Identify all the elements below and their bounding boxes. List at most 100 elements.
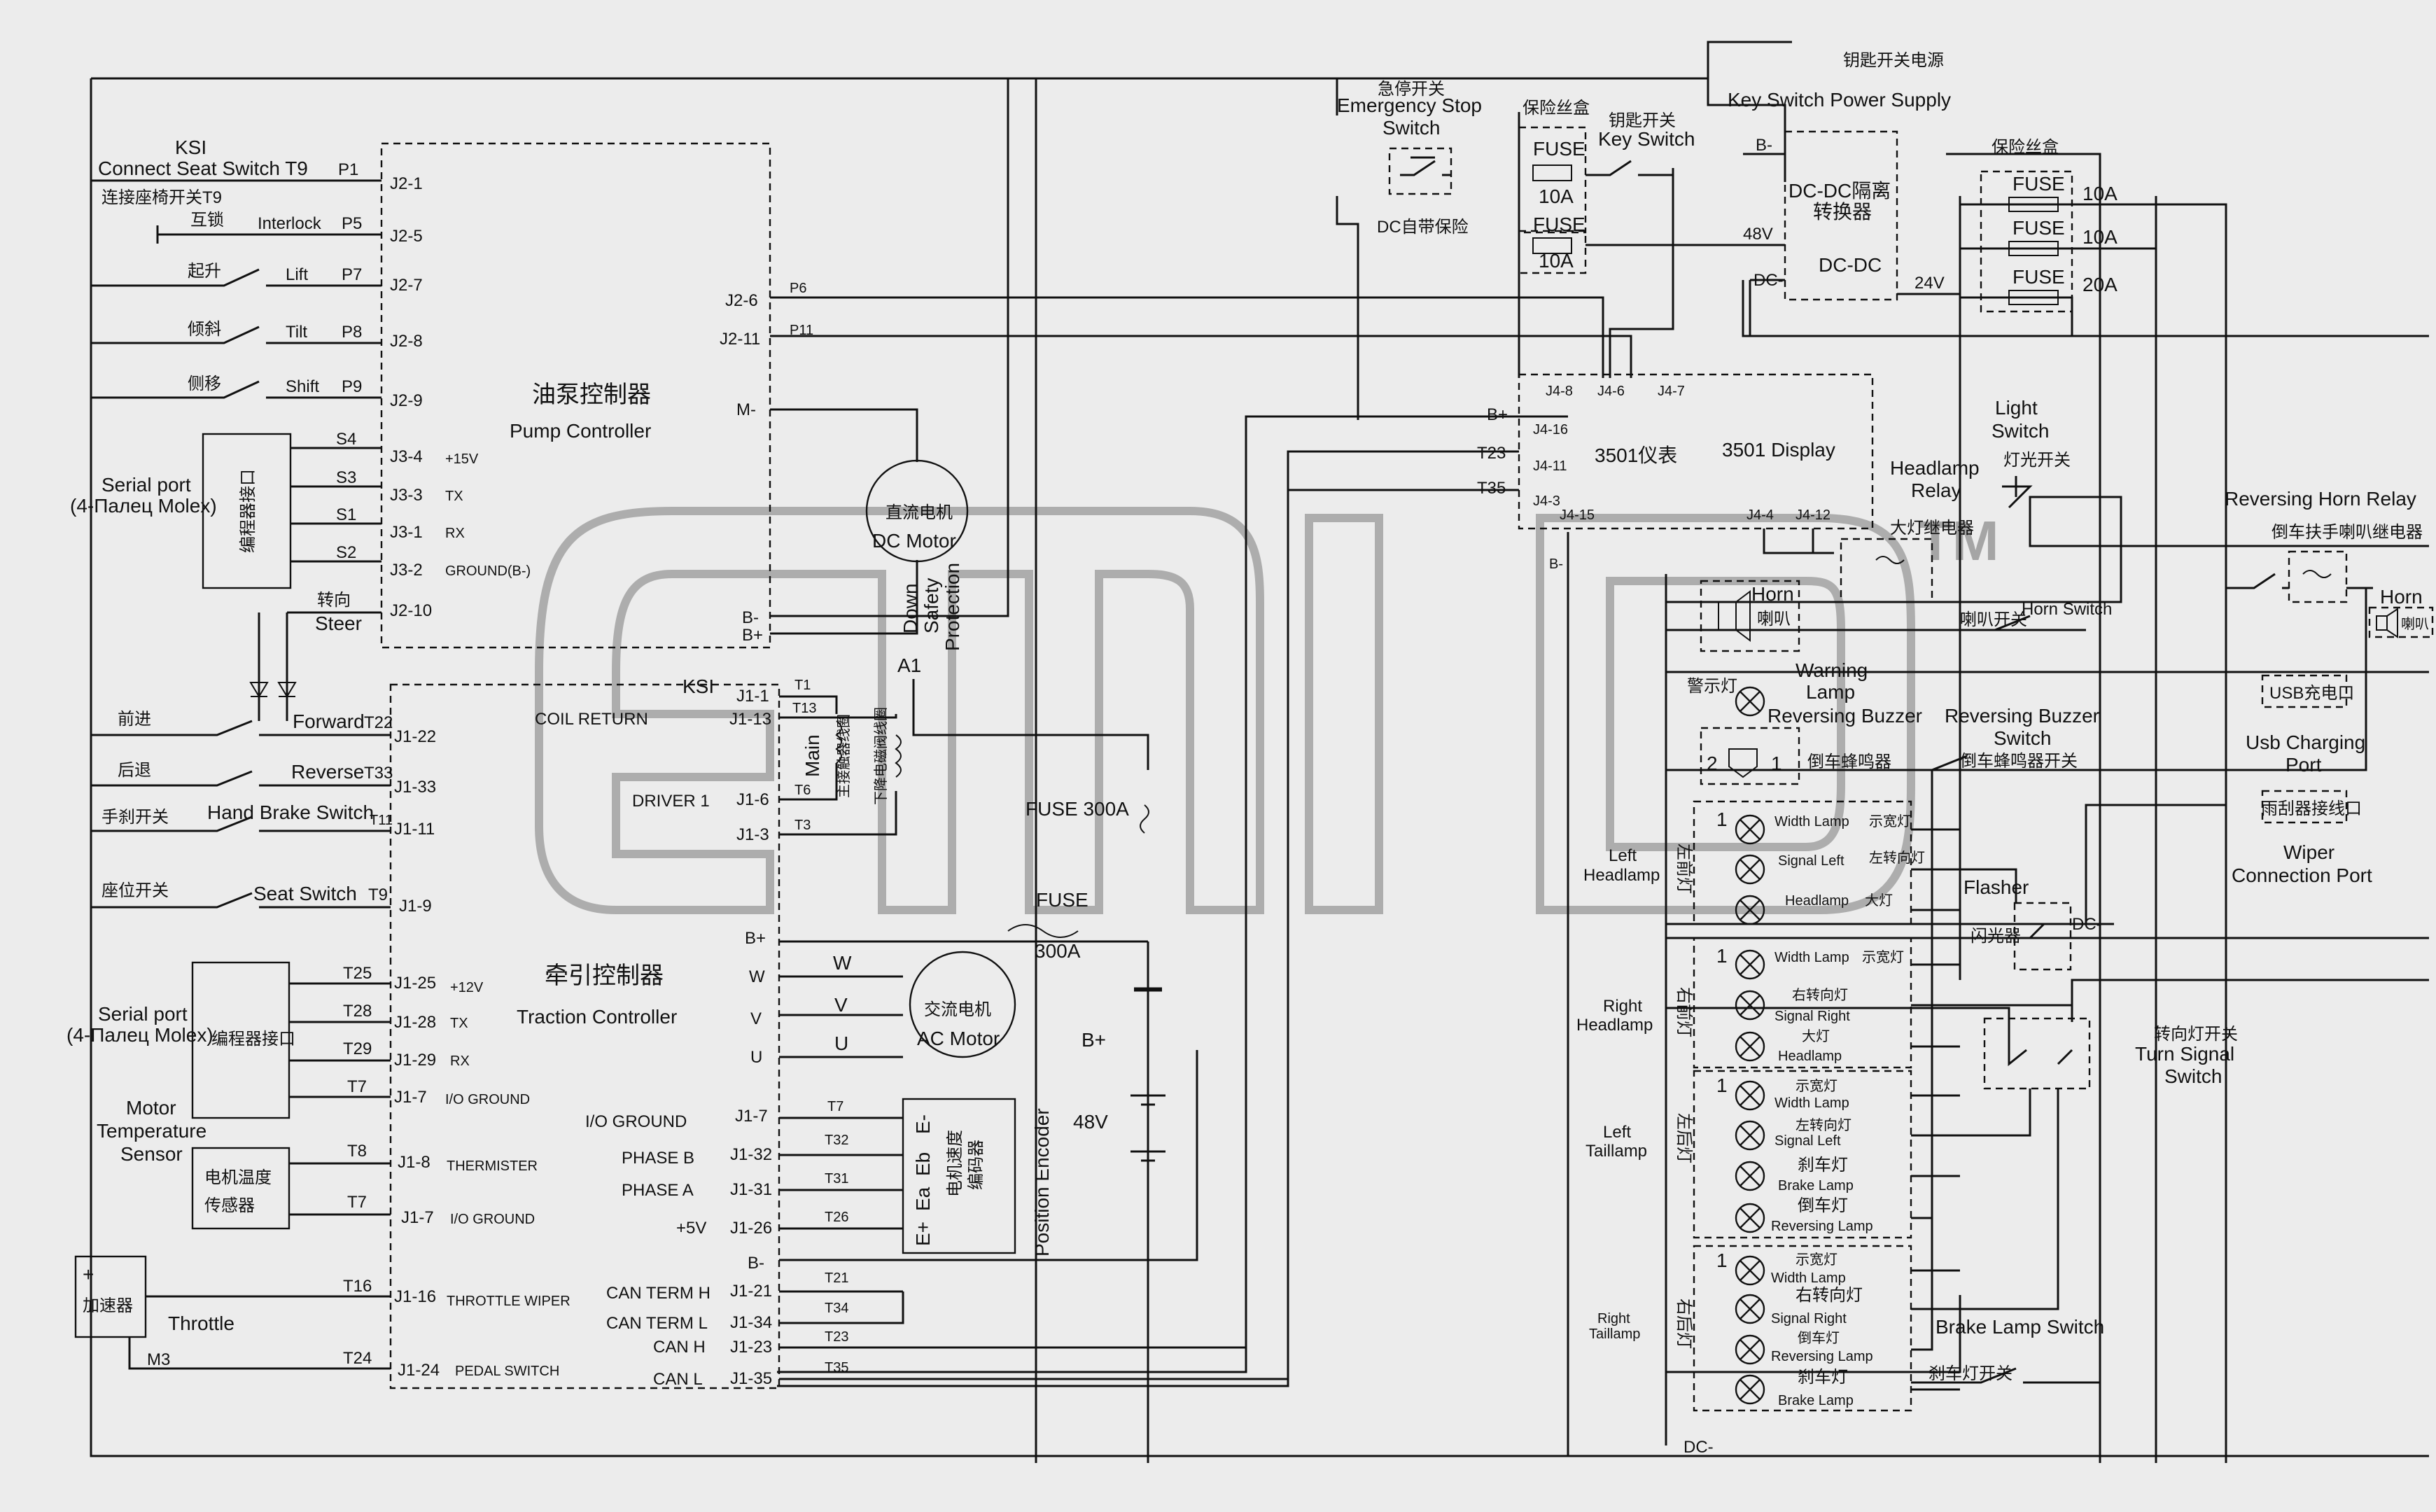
- brake-switch-cn: 刹车灯开关: [1928, 1364, 2012, 1383]
- p8-label: P8: [342, 323, 362, 342]
- t7-label: T7: [347, 1077, 367, 1096]
- fusebox2-cn: 保险丝盒: [1991, 138, 2059, 157]
- fusebox-cn: 保险丝盒: [1522, 99, 1590, 118]
- group-label: Right: [1597, 1311, 1630, 1326]
- group-idx: 1: [1716, 808, 1728, 830]
- key-power-en: Key Switch Power Supply: [1728, 89, 1951, 111]
- group-idx: 1: [1716, 1074, 1728, 1096]
- serial-port-1-l1: Serial port: [102, 474, 191, 496]
- usb-cn: USB充电口: [2269, 684, 2354, 703]
- lamp-cn: 示宽灯: [1795, 1252, 1837, 1268]
- pump-pin: J2-5: [390, 227, 423, 246]
- pump-inputs: KSI Connect Seat Switch T9 连接座椅开关T9 P1 互…: [91, 136, 382, 714]
- watermark-logo: TM: [535, 507, 1999, 914]
- tilt-cn: 倾斜: [188, 320, 221, 339]
- coil-return: COIL RETURN: [535, 710, 648, 729]
- display-cn: 3501仪表: [1595, 444, 1677, 466]
- traction-pin-left: J1-11: [394, 820, 435, 839]
- serial-port-2-box: 编程器接口: [211, 1030, 295, 1049]
- headlamp-relay-cn: 大灯继电器: [1890, 519, 1974, 538]
- lamp-en: Signal Left: [1778, 853, 1844, 869]
- throttle-label: Throttle: [168, 1312, 234, 1334]
- bottom-t: T35: [825, 1360, 848, 1376]
- rev-buzzer-sw-l2: Switch: [1994, 727, 2051, 749]
- lamp-cn: 左转向灯: [1869, 850, 1925, 866]
- group-label: Headlamp: [1583, 866, 1660, 885]
- encoder-pin: Eb: [912, 1152, 934, 1176]
- pump-controller: 油泵控制器 Pump Controller J2-1 J2-5 J2-7 J2-…: [380, 78, 1632, 649]
- down-valve-cn: 下降电磁阀线圈: [873, 707, 889, 805]
- serial-port-1-box: 编程器接口: [239, 469, 258, 553]
- forward-cn: 前进: [118, 710, 151, 729]
- lift-label: Lift: [286, 265, 308, 284]
- pin-note: TX: [450, 1016, 468, 1031]
- horn2-label: Horn: [2380, 586, 2423, 608]
- phase-b: PHASE B: [622, 1149, 694, 1168]
- lamp-cn: 示宽灯: [1862, 949, 1904, 965]
- p7-label: P7: [342, 265, 362, 284]
- light-switch-l2: Switch: [1991, 420, 2049, 442]
- t11-label: T11: [370, 813, 393, 828]
- wiper-l2: Connection Port: [2232, 864, 2372, 886]
- t3-label: T3: [794, 818, 811, 833]
- display-pin-left: J4-15: [1560, 507, 1595, 523]
- pump-pin: B+: [742, 626, 763, 645]
- usb-l2: Port: [2286, 754, 2322, 776]
- display-pin-top: J4-7: [1658, 384, 1685, 399]
- pump-pin: J3-4: [390, 447, 423, 466]
- bottom-pin: B-: [748, 1254, 764, 1273]
- horn-label: Horn: [1751, 583, 1794, 605]
- reverse-cn: 后退: [118, 761, 151, 780]
- lamp-cn: 左转向灯: [1795, 1117, 1851, 1133]
- p1-label: P1: [338, 160, 358, 179]
- bottom-pin: J1-35: [730, 1369, 772, 1388]
- traction-pin-left: J1-28: [394, 1013, 436, 1032]
- seat-switch-cn: 连接座椅开关T9: [102, 188, 222, 207]
- pump-p11: P11: [790, 323, 813, 338]
- traction-pin-left: J1-29: [394, 1051, 436, 1070]
- headlamp-relay-l2: Relay: [1911, 479, 1961, 501]
- can-h: CAN H: [653, 1338, 706, 1357]
- t6-label: T6: [794, 783, 811, 798]
- phase-a: PHASE A: [622, 1181, 694, 1200]
- shift-cn: 侧移: [188, 374, 221, 393]
- traction-ksi: KSI: [682, 676, 714, 697]
- traction-title-cn: 牵引控制器: [545, 962, 664, 989]
- ksi-label: KSI: [175, 136, 206, 158]
- bottom-pin: J1-7: [735, 1107, 768, 1126]
- lamp-en: Headlamp: [1785, 893, 1849, 909]
- horn-switch-cn: 喇叭开关: [1960, 610, 2027, 629]
- lamp-en: Signal Right: [1774, 1009, 1850, 1024]
- traction-v: V: [750, 1009, 762, 1028]
- turn-l2: Switch: [2164, 1065, 2222, 1087]
- traction-u: U: [750, 1048, 762, 1067]
- dcdc-l1: DC-DC隔离: [1788, 180, 1891, 202]
- encoder-cn-2: 编码器: [967, 1140, 986, 1190]
- rev-buzzer: Reversing Buzzer: [1768, 705, 1922, 727]
- horn-cn: 喇叭: [1757, 610, 1791, 629]
- t9-label: T9: [368, 886, 388, 904]
- w2-label: W: [833, 952, 852, 974]
- rev-buzzer-sw-l1: Reversing Buzzer: [1945, 705, 2099, 727]
- pin-note: RX: [450, 1054, 470, 1069]
- fuse-1-val: 10A: [1539, 186, 1574, 207]
- t28-label: T28: [343, 1002, 372, 1021]
- group-idx: 1: [1716, 945, 1728, 967]
- right-section: Light Switch 灯光开关 Headlamp Relay 大灯继电器 H…: [1665, 397, 2434, 1457]
- horn2-cn: 喇叭: [2401, 616, 2429, 632]
- display-pin-top: J4-6: [1597, 384, 1625, 399]
- m3-label: M3: [147, 1350, 170, 1369]
- encoder-pin: E+: [912, 1222, 934, 1246]
- motor-temp-sensor: Motor Temperature Sensor 电机温度 传感器 T8 T7: [97, 1097, 391, 1230]
- lamp-cn: 刹车灯: [1798, 1368, 1848, 1387]
- warning-cn: 警示灯: [1687, 677, 1737, 696]
- warning-l2: Lamp: [1806, 681, 1855, 703]
- s4-label: S4: [336, 430, 356, 449]
- bottom-t: T34: [825, 1301, 848, 1316]
- motor-temp-box-l2: 传感器: [204, 1196, 255, 1215]
- pump-pin: J2-6: [725, 291, 758, 310]
- warning-l1: Warning: [1795, 659, 1868, 681]
- wiper-cn: 雨刮器接线口: [2261, 799, 2362, 818]
- lamp-cn: 倒车灯: [1798, 1196, 1848, 1215]
- group-cn: 右后灯: [1674, 1298, 1693, 1349]
